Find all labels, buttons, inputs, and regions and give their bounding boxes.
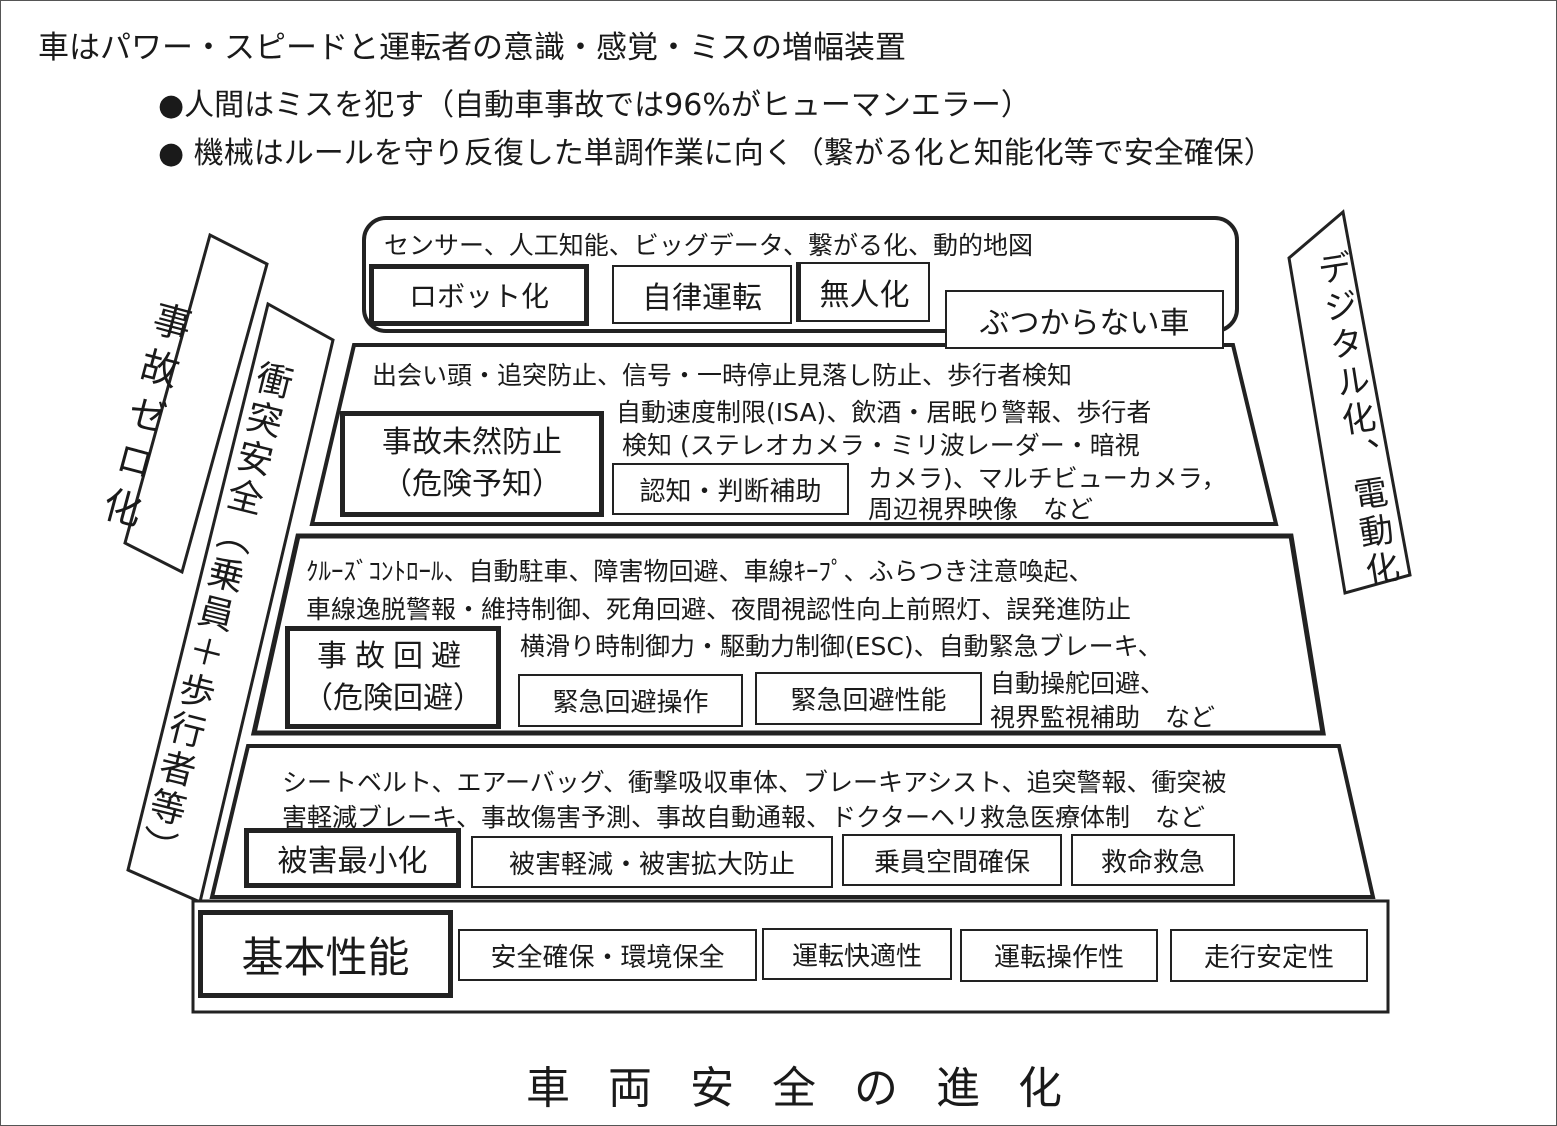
avoid-label-sub: （危険回避）	[303, 680, 483, 716]
prevent-line-5: 周辺視界映像 など	[868, 495, 1094, 524]
prevent-line-4: カメラ)、マルチビューカメラ，	[868, 464, 1227, 493]
prevent-label-main: 事故未然防止	[382, 425, 562, 460]
header-bullet-human-error: ●人間はミスを犯す（自動車事故では96%がヒューマンエラー）	[158, 88, 1031, 123]
avoid-line-2: 車線逸脱警報・維持制御、死角回避、夜間視認性向上前照灯、誤発進防止	[306, 595, 1132, 624]
header-title: 車はパワー・スピードと運転者の意識・感覚・ミスの増幅装置	[38, 30, 906, 66]
robot-label: ロボット化	[369, 264, 589, 326]
avoid-line-5: 視界監視補助 など	[990, 703, 1216, 732]
avoid-label-main: 事故回避	[317, 638, 469, 674]
damage-line-2: 害軽減ブレーキ、事故傷害予測、事故自動通報、ドクターヘリ救急医療体制 など	[282, 803, 1206, 832]
avoid-line-4: 自動操舵回避、	[990, 669, 1166, 698]
prevent-label: 事故未然防止 （危険予知）	[340, 411, 604, 517]
damage-line-1: シートベルト、エアーバッグ、衝撃吸収車体、ブレーキアシスト、追突警報、衝突被	[282, 768, 1227, 797]
robot-item-unmanned: 無人化	[796, 262, 930, 322]
avoid-line-1: ｸﾙｰｽﾞｺﾝﾄﾛｰﾙ、自動駐車、障害物回避、車線ｷｰﾌﾟ、ふらつき注意喚起、	[306, 557, 1094, 586]
prevent-item-cognition: 認知・判断補助	[612, 463, 849, 515]
damage-item-mitigation: 被害軽減・被害拡大防止	[471, 836, 833, 888]
damage-item-rescue: 救命救急	[1071, 834, 1235, 886]
basic-item-stability: 走行安定性	[1170, 929, 1368, 982]
footer-caption: 車両安全の進化	[526, 1063, 1100, 1114]
avoid-label: 事故回避 （危険回避）	[285, 626, 501, 729]
header-bullet-machine: ● 機械はルールを守り反復した単調作業に向く（繋がる化と知能化等で安全確保）	[158, 136, 1274, 171]
prevent-label-sub: （危険予知）	[382, 467, 562, 502]
prevent-line-3: 検知 (ステレオカメラ・ミリ波レーダー・暗視	[622, 431, 1140, 460]
arrow-right	[1287, 209, 1412, 595]
robot-item-autonomous: 自律運転	[612, 265, 792, 324]
basic-label: 基本性能	[198, 910, 453, 998]
prevent-line-1: 出会い頭・追突防止、信号・一時停止見落し防止、歩行者検知	[372, 361, 1073, 390]
avoid-item-emergency-operation: 緊急回避操作	[518, 674, 743, 727]
avoid-item-emergency-performance: 緊急回避性能	[755, 672, 982, 725]
basic-item-operability: 運転操作性	[960, 929, 1158, 982]
damage-item-occupant-space: 乗員空間確保	[842, 834, 1062, 886]
prevent-line-2: 自動速度制限(ISA)、飲酒・居眠り警報、歩行者	[616, 398, 1152, 427]
basic-item-comfort: 運転快適性	[762, 928, 952, 980]
damage-label: 被害最小化	[244, 828, 461, 888]
robot-goal: ぶつからない車	[945, 290, 1224, 349]
robot-desc: センサー、人工知能、ビッグデータ、繋がる化、動的地図	[384, 231, 1034, 260]
arrow-left-inner	[126, 301, 335, 905]
avoid-line-3: 横滑り時制御力・駆動力制御(ESC)、自動緊急ブレーキ、	[520, 632, 1163, 661]
arrow-left-outer	[123, 232, 269, 575]
basic-item-safety-environment: 安全確保・環境保全	[458, 929, 757, 981]
